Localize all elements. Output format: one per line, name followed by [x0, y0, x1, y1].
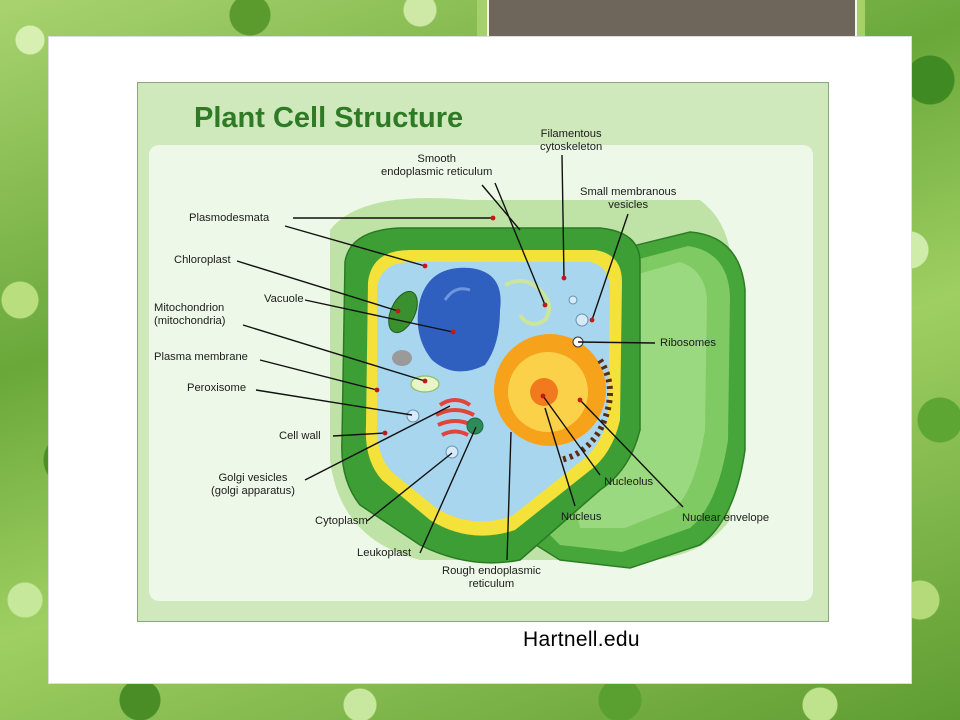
mitochondrion	[410, 375, 440, 393]
label-chloroplast: Chloroplast	[174, 254, 231, 266]
leukoplast	[466, 417, 484, 435]
label-filamentous-cytoskeleton: Filamentous cytoskeleton	[540, 128, 603, 153]
label-small-vesicles: Small membranous vesicles	[580, 186, 677, 211]
source-credit: Hartnell.edu	[523, 628, 640, 651]
label-smooth-er: Smooth endoplasmic reticulum	[381, 153, 493, 178]
smooth-er	[504, 279, 551, 326]
label-vacuole: Vacuole	[264, 293, 304, 305]
label-golgi: Golgi vesicles (golgi apparatus)	[211, 472, 295, 497]
label-peroxisome: Peroxisome	[187, 382, 247, 394]
peroxisome	[406, 409, 420, 423]
label-plasma-membrane: Plasma membrane	[154, 351, 248, 363]
diagram-title: Plant Cell Structure	[194, 102, 464, 134]
label-rough-er: Rough endoplasmic reticulum	[442, 565, 541, 590]
golgi-apparatus	[435, 398, 475, 437]
label-leukoplast: Leukoplast	[357, 547, 412, 559]
label-cytoplasm: Cytoplasm	[315, 515, 368, 527]
label-ribosomes: Ribosomes	[660, 337, 716, 349]
cell-wall-side-inner	[575, 262, 707, 528]
label-nucleus: Nucleus	[561, 511, 602, 523]
label-nuclear-envelope: Nuclear envelope	[682, 512, 770, 524]
vacuole	[417, 267, 501, 372]
label-plasmodesmata: Plasmodesmata	[189, 212, 270, 224]
label-mitochondrion: Mitochondrion (mitochondria)	[154, 302, 226, 327]
label-cell-wall: Cell wall	[279, 430, 321, 442]
nucleolus	[530, 378, 558, 406]
label-nucleolus: Nucleolus	[604, 476, 654, 488]
